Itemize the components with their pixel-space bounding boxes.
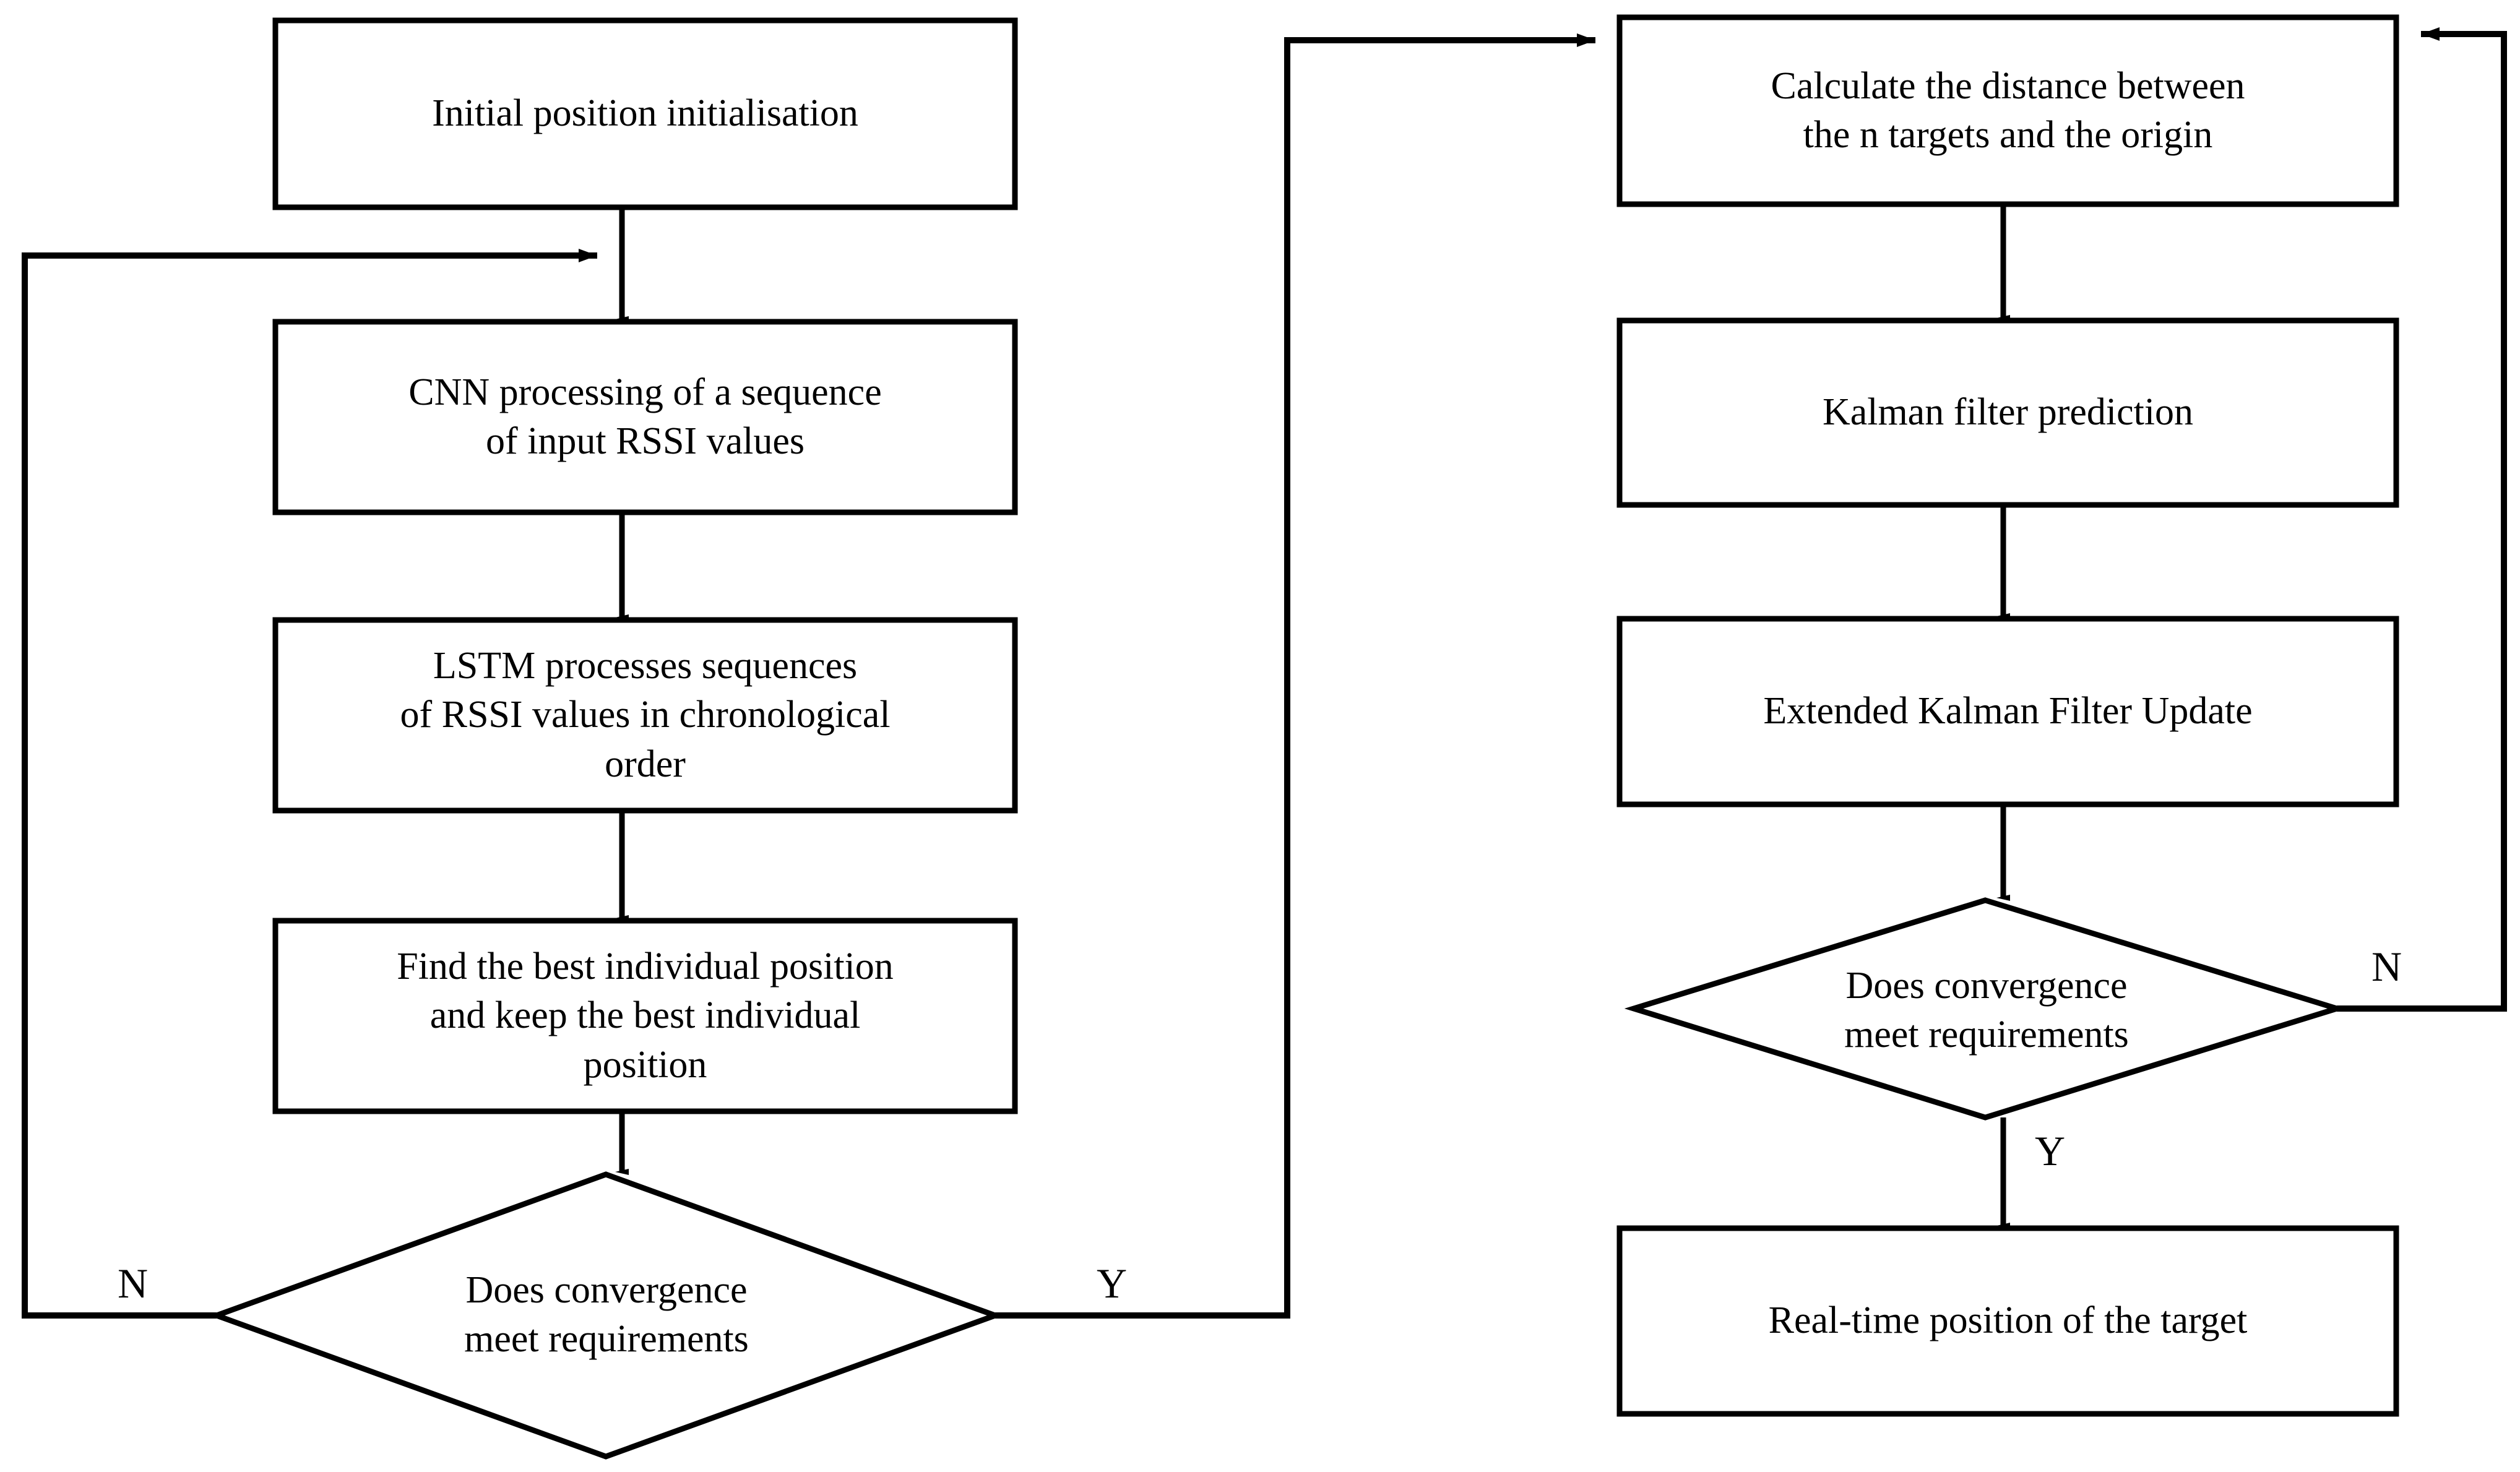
diamond-convergence-right	[1624, 897, 2347, 1121]
edge-decision-left-yes-to-calculate	[995, 33, 1595, 1319]
edge-label-right-yes: Y	[2035, 1127, 2066, 1174]
box-calculate-distance	[1616, 14, 2399, 207]
box-ekf-update	[1616, 616, 2399, 807]
edge-decision-left-no-loop	[22, 249, 597, 1319]
box-initial-position	[272, 17, 1018, 210]
edge-label-left-no: N	[118, 1260, 149, 1307]
box-best-individual-position	[272, 918, 1018, 1114]
box-cnn-processing	[272, 319, 1018, 515]
edge-label-right-no: N	[2371, 943, 2402, 990]
edge-decision-right-no-loop	[2337, 27, 2507, 1012]
edge-label-left-yes: Y	[1097, 1260, 1128, 1307]
box-kalman-prediction	[1616, 317, 2399, 508]
box-realtime-position	[1616, 1225, 2399, 1417]
box-lstm-processing	[272, 617, 1018, 814]
diamond-convergence-left	[208, 1171, 1004, 1460]
